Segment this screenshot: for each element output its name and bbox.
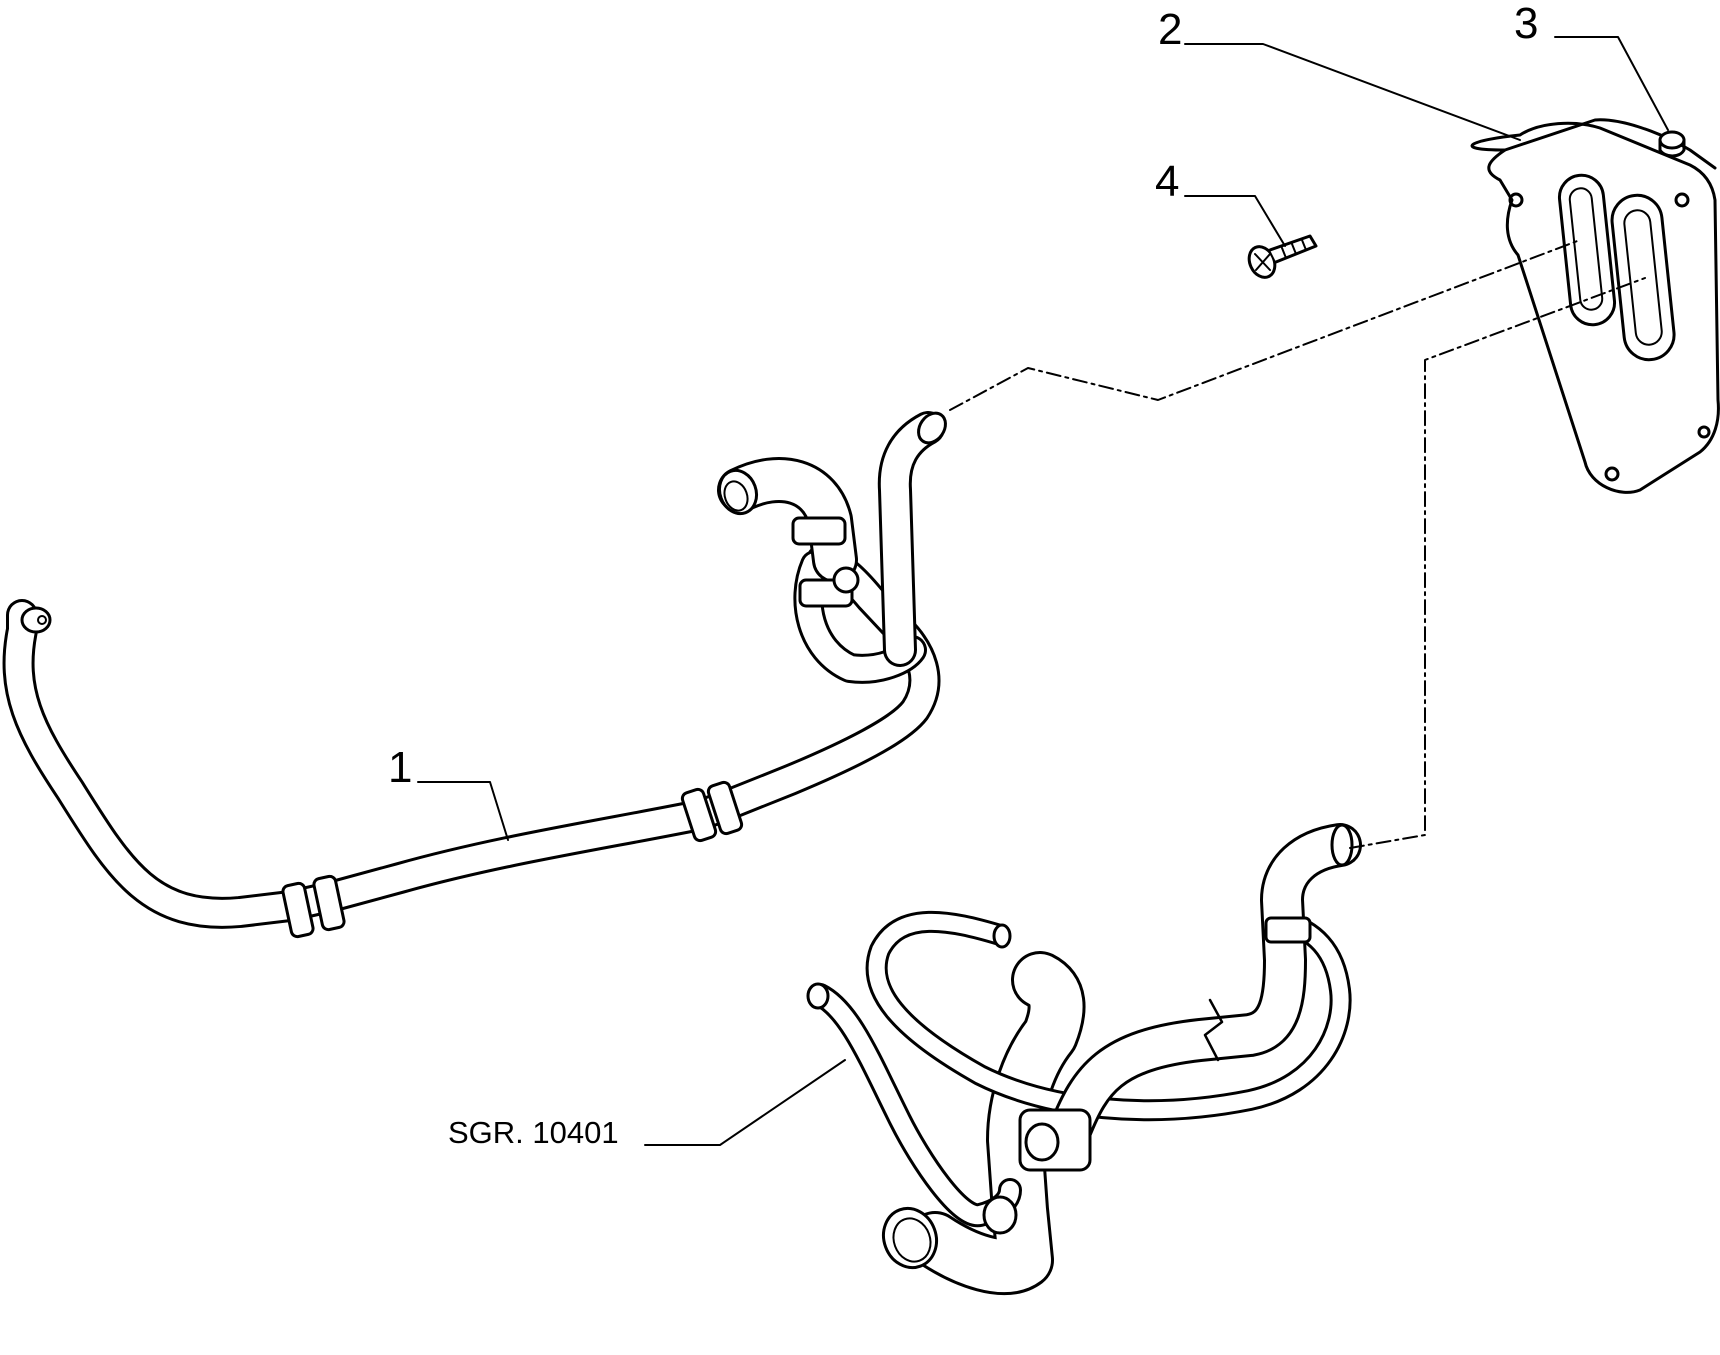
callout-part-1: 1: [388, 743, 413, 792]
flange-plate-part-2: [1470, 118, 1720, 494]
callout-part-3: 3: [1514, 0, 1539, 48]
callout-ref-group: SGR. 10401: [448, 1115, 619, 1150]
leader-line-2: [1184, 43, 1521, 141]
callout-part-2: 2: [1158, 5, 1183, 54]
hose-part-1: [2, 411, 947, 939]
leader-line-4: [1184, 195, 1286, 247]
callout-part-4: 4: [1155, 157, 1180, 206]
nut-part-3: [1658, 130, 1686, 158]
leader-line-1: [417, 781, 509, 841]
leader-line-sgr: [644, 1059, 846, 1146]
hose-assembly-sgr-10401: [806, 823, 1362, 1296]
leader-line-3: [1554, 36, 1669, 131]
assembly-reference-lines: [949, 239, 1646, 849]
screw-part-4: [1247, 234, 1318, 279]
